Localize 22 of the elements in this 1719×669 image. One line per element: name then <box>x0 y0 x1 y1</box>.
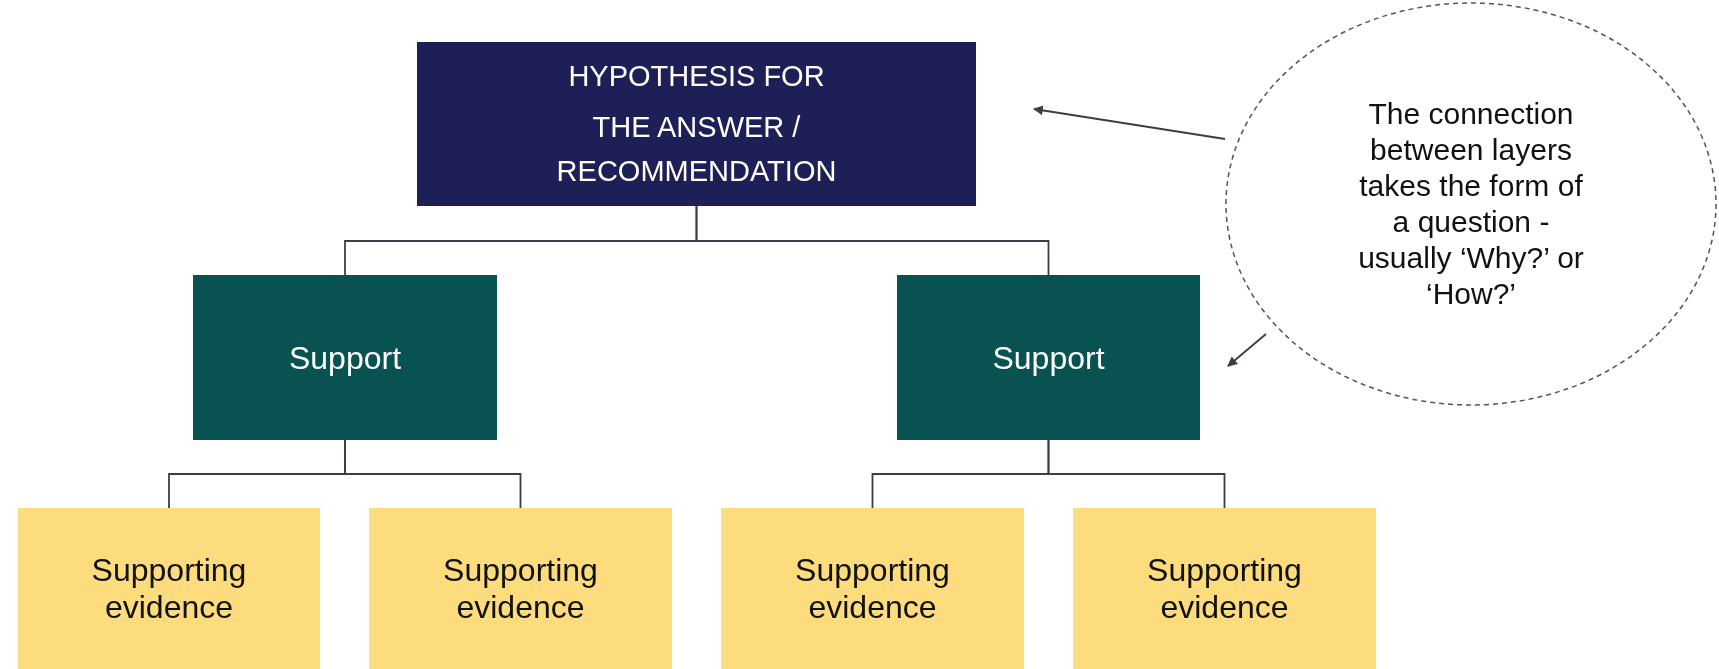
connector-line <box>344 439 522 509</box>
node-label: Supporting evidence <box>1146 551 1303 626</box>
connector-line <box>695 205 1050 276</box>
support-box <box>193 275 497 440</box>
arrow <box>1227 333 1267 367</box>
node-label: HYPOTHESIS FOR <box>567 58 826 94</box>
evidence-box <box>721 508 1024 669</box>
callout-text: The connection between layers takes the form of a question - usually ‘Why?’ or ‘How?’ <box>1357 96 1585 312</box>
evidence-box <box>1073 508 1376 669</box>
arrow <box>1033 105 1226 140</box>
support-box <box>897 275 1200 440</box>
node-label: Support <box>992 338 1105 378</box>
node-label: Supporting evidence <box>794 551 951 626</box>
evidence-box <box>369 508 672 669</box>
connector-line <box>1047 439 1226 509</box>
node-label: Support <box>288 338 402 378</box>
callout-ellipse <box>1225 2 1717 406</box>
hypothesis-box <box>417 42 976 206</box>
node-label: THE ANSWER / RECOMMENDATION <box>555 110 838 189</box>
evidence-box <box>18 508 320 669</box>
node-label: Supporting evidence <box>90 551 248 626</box>
node-label: Supporting evidence <box>442 551 599 626</box>
